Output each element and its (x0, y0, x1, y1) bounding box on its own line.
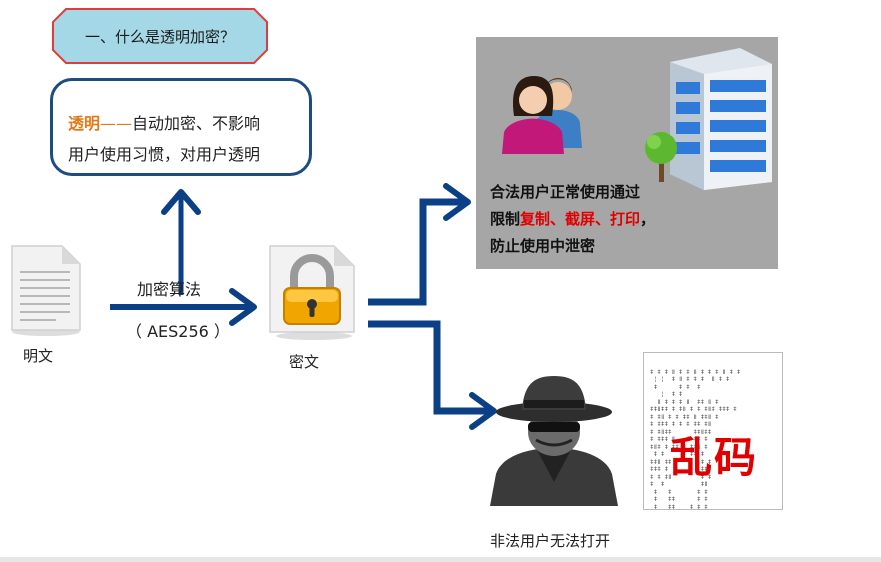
legal-user-line-1: 合法用户正常使用通过 (490, 183, 641, 201)
document-icon (11, 245, 81, 336)
definition-dash: —— (100, 114, 133, 133)
bottom-divider (0, 557, 881, 562)
legal-user-line-3: 防止使用中泄密 (490, 237, 596, 255)
ciphertext-label: 密文 (289, 353, 320, 371)
building-icon (670, 48, 772, 190)
tree-icon (645, 132, 677, 182)
arrow-up-head (161, 189, 201, 215)
users-icon (502, 76, 582, 154)
illegal-user-label: 非法用户无法打开 (490, 532, 611, 550)
definition-line-1: 透明——自动加密、不影响 (68, 110, 260, 134)
legal-user-line-2: 限制复制、截屏、打印， (490, 208, 655, 229)
garbled-text-texture: ǂ ǂ ǂ ǁ ǂ ǂ ǁ ǂ ǂ ǂ ǁ ǂ ǂ ¦ ¦ ǂ ǁ ǂ ǂ ǂ … (650, 368, 741, 510)
garbled-document: ǂ ǂ ǂ ǁ ǂ ǂ ǁ ǂ ǂ ǂ ǁ ǂ ǂ ¦ ¦ ǂ ǁ ǂ ǂ ǂ … (643, 352, 783, 510)
algorithm-name: （ AES256 ） (126, 322, 230, 341)
legal-user-restrict: 限制 (490, 210, 521, 228)
page-title: 一、什么是透明加密？ (84, 27, 235, 46)
spy-icon (490, 376, 618, 506)
arrow-legal-branch (368, 198, 466, 306)
arrow-illegal-head (469, 392, 497, 430)
plaintext-label: 明文 (23, 347, 54, 365)
arrow-legal-head (443, 183, 471, 221)
arrow-encrypt-head (229, 288, 257, 326)
legal-user-comma: ， (640, 210, 656, 228)
title-badge (52, 8, 268, 64)
legal-user-restrictions: 复制、截屏、打印 (520, 210, 641, 228)
arrow-illegal-branch (368, 320, 492, 415)
definition-term: 透明 (68, 114, 101, 133)
algorithm-label: 加密算法 (137, 280, 202, 299)
garbled-label: 乱码 (670, 433, 759, 482)
lock-file-icon (269, 245, 355, 340)
definition-box (50, 78, 312, 176)
definition-text: 自动加密、不影响 (132, 114, 261, 133)
definition-line-2: 用户使用习惯，对用户透明 (68, 145, 261, 164)
